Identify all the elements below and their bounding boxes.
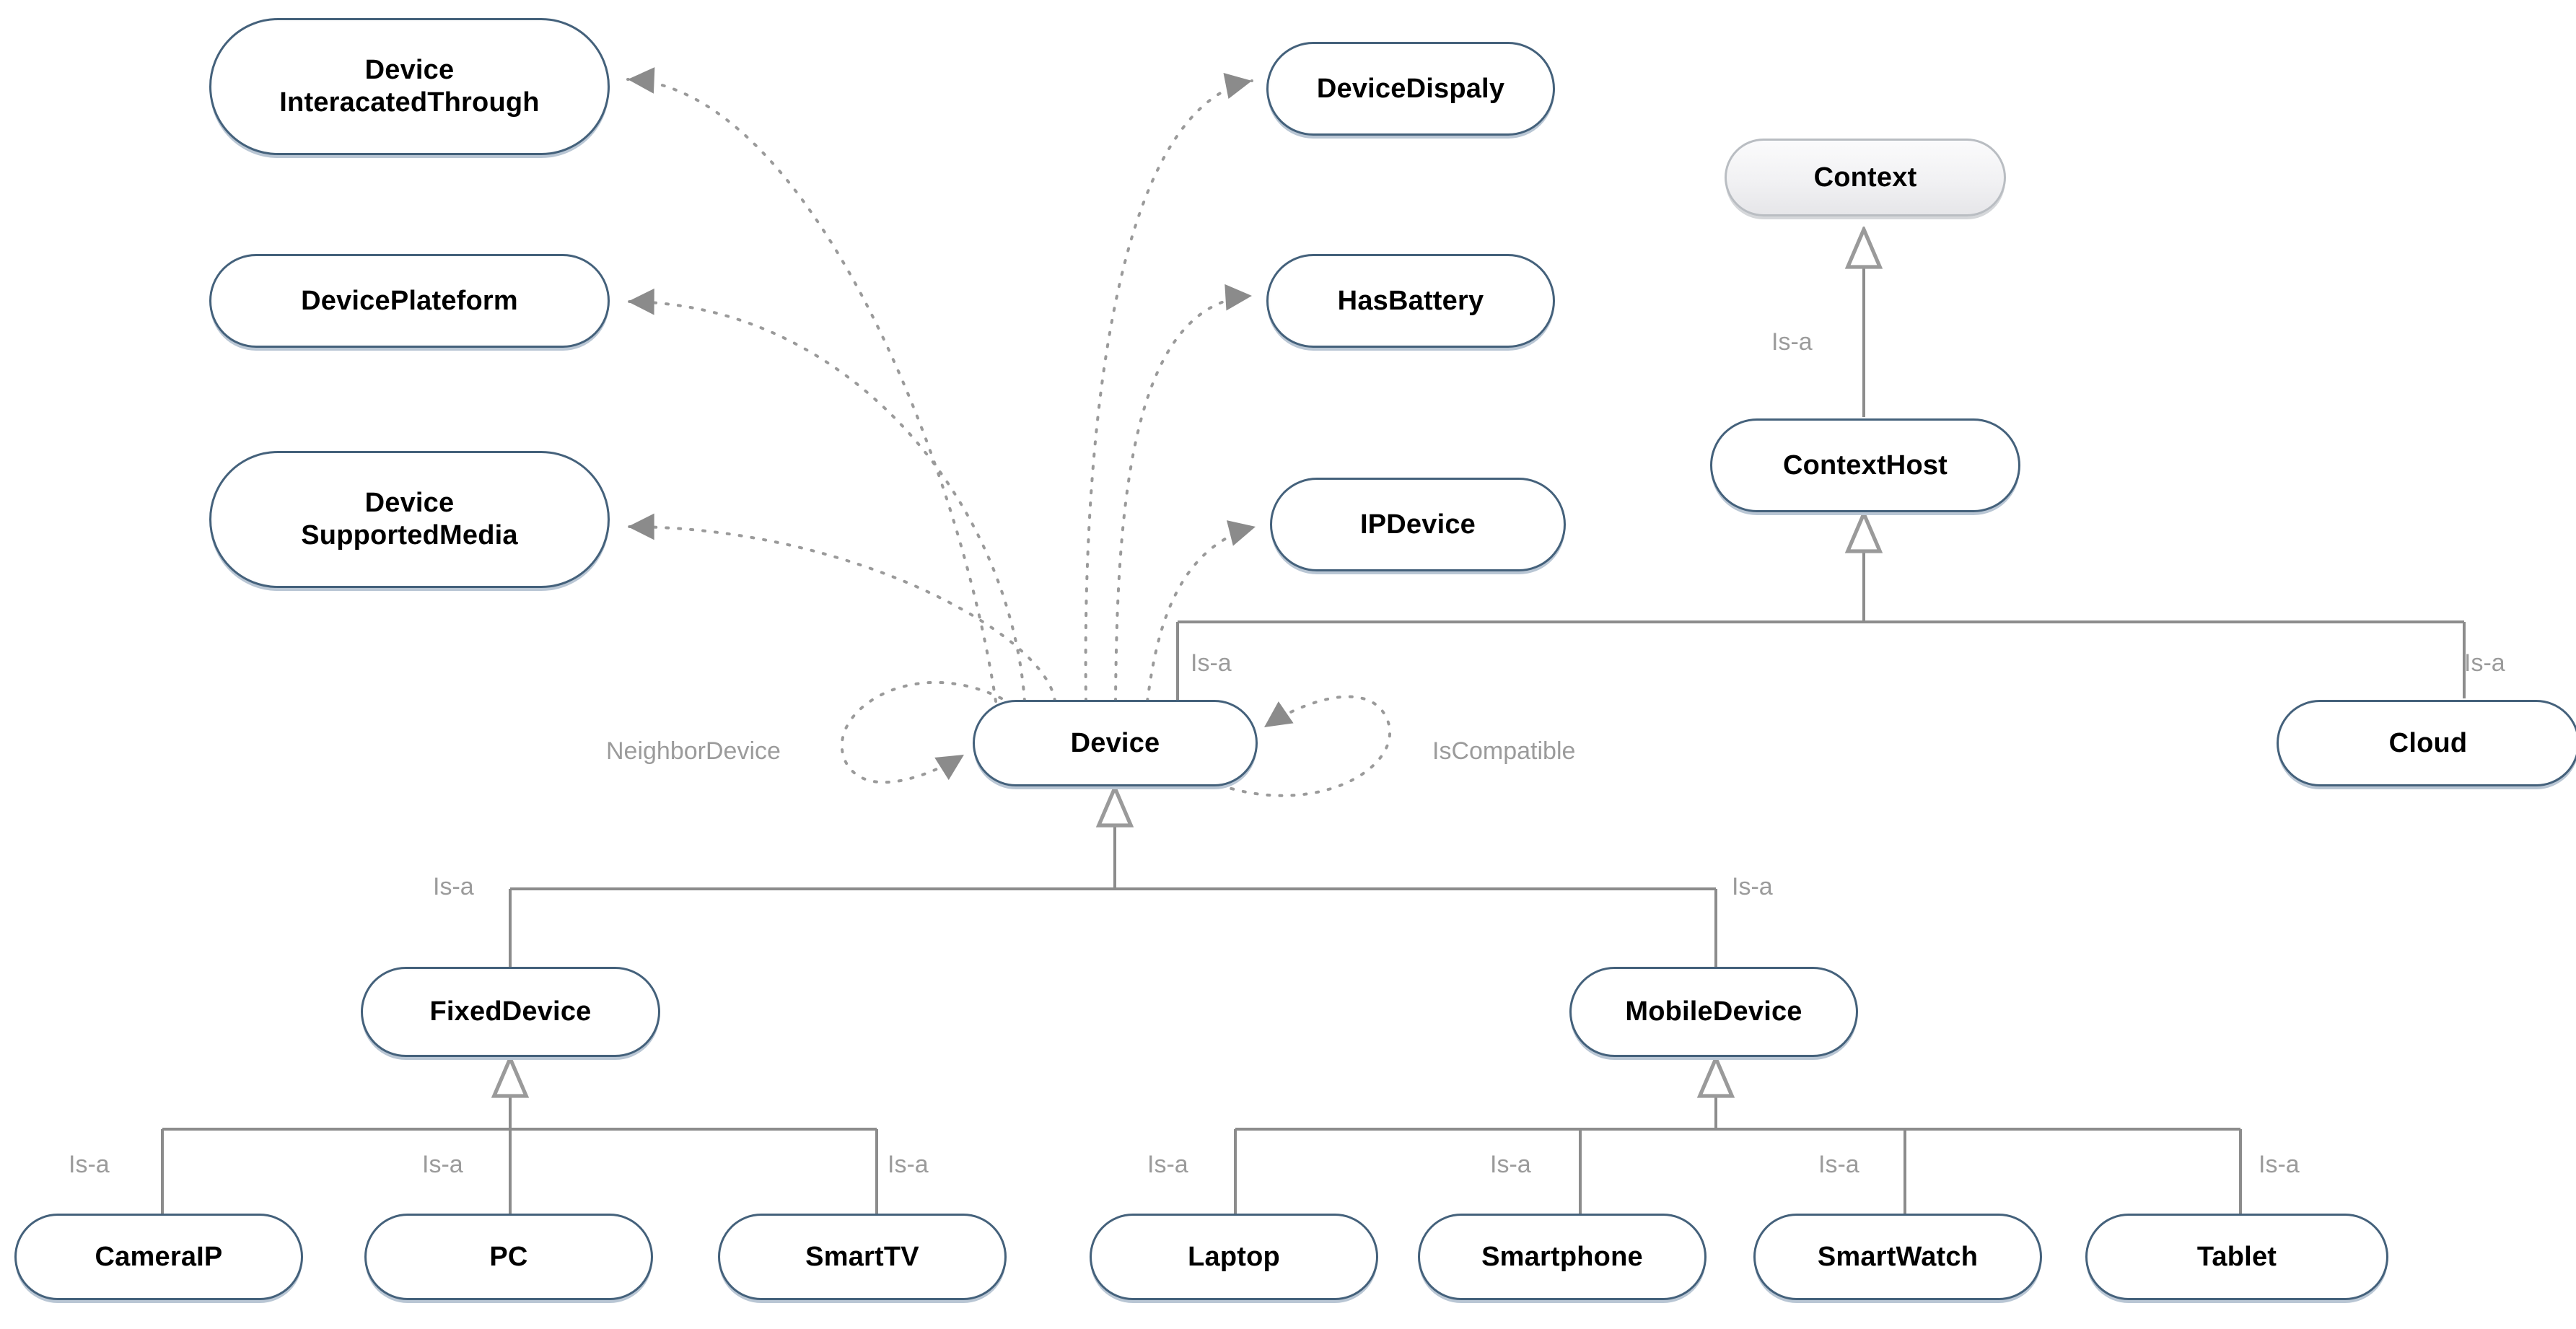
device-self-loops bbox=[840, 680, 1392, 797]
node-smart-watch[interactable]: SmartWatch bbox=[1753, 1214, 2042, 1300]
node-has-battery[interactable]: HasBattery bbox=[1266, 254, 1555, 348]
edge-label-isa-mobile-device: Is-a bbox=[1732, 873, 1773, 900]
node-label: MobileDevice bbox=[1625, 996, 1802, 1027]
node-smartphone[interactable]: Smartphone bbox=[1418, 1214, 1707, 1300]
node-label: Device bbox=[1070, 727, 1160, 758]
neighbor-device-loop bbox=[840, 680, 1003, 784]
node-cloud[interactable]: Cloud bbox=[2277, 700, 2576, 786]
node-label: Smartphone bbox=[1481, 1241, 1643, 1272]
node-label: SmartTV bbox=[805, 1241, 919, 1272]
edge-label-isa-camera-ip: Is-a bbox=[69, 1151, 110, 1178]
edge-label-isa-cloud: Is-a bbox=[2464, 649, 2505, 677]
node-label: HasBattery bbox=[1337, 285, 1484, 316]
node-device-dispaly[interactable]: DeviceDispaly bbox=[1266, 42, 1555, 136]
node-label: SmartWatch bbox=[1817, 1241, 1979, 1272]
node-laptop[interactable]: Laptop bbox=[1090, 1214, 1378, 1300]
node-label: ContextHost bbox=[1782, 449, 1948, 481]
node-label: CameraIP bbox=[95, 1241, 223, 1272]
node-label: IPDevice bbox=[1359, 509, 1476, 540]
edge-label-isa-pc: Is-a bbox=[422, 1151, 463, 1178]
edge-label-isa-tablet: Is-a bbox=[2259, 1151, 2300, 1178]
node-label: Tablet bbox=[2196, 1241, 2277, 1272]
node-context-host[interactable]: ContextHost bbox=[1710, 418, 2020, 512]
node-label: DeviceDispaly bbox=[1316, 73, 1505, 104]
node-label: Cloud bbox=[2388, 727, 2468, 758]
isa-mobiledevice-children bbox=[1234, 1058, 2242, 1214]
edge-label-isa-laptop: Is-a bbox=[1147, 1151, 1188, 1178]
edge-label-is-compatible: IsCompatible bbox=[1432, 737, 1576, 765]
node-ip-device[interactable]: IPDevice bbox=[1270, 478, 1566, 571]
edge-label-isa-device-contexthost: Is-a bbox=[1191, 649, 1232, 677]
isa-contexthost-children bbox=[1176, 514, 2466, 700]
node-tablet[interactable]: Tablet bbox=[2085, 1214, 2388, 1300]
node-device-plateform[interactable]: DevicePlateform bbox=[209, 254, 610, 348]
node-label: Context bbox=[1813, 162, 1917, 193]
isa-fixeddevice-children bbox=[161, 1058, 878, 1214]
node-fixed-device[interactable]: FixedDevice bbox=[361, 967, 660, 1057]
edge-label-isa-smart-watch: Is-a bbox=[1818, 1151, 1859, 1178]
edge-label-isa-smartphone: Is-a bbox=[1490, 1151, 1531, 1178]
node-mobile-device[interactable]: MobileDevice bbox=[1569, 967, 1858, 1057]
isa-device-children bbox=[509, 788, 1717, 967]
node-label: Laptop bbox=[1188, 1241, 1280, 1272]
edge-label-neighbor-device: NeighborDevice bbox=[606, 737, 781, 765]
edge-label-isa-fixed-device: Is-a bbox=[433, 873, 474, 900]
node-label: FixedDevice bbox=[429, 996, 592, 1027]
node-smart-tv[interactable]: SmartTV bbox=[718, 1214, 1007, 1300]
node-device[interactable]: Device bbox=[973, 700, 1258, 786]
node-label: PC bbox=[489, 1241, 528, 1272]
edge-label-isa-smart-tv: Is-a bbox=[888, 1151, 929, 1178]
node-label: DevicePlateform bbox=[301, 285, 518, 316]
node-camera-ip[interactable]: CameraIP bbox=[14, 1214, 303, 1300]
node-context[interactable]: Context bbox=[1725, 139, 2006, 216]
dotted-property-edges bbox=[626, 67, 1257, 703]
node-pc[interactable]: PC bbox=[364, 1214, 653, 1300]
edge-label-isa-contexthost: Is-a bbox=[1771, 328, 1813, 356]
